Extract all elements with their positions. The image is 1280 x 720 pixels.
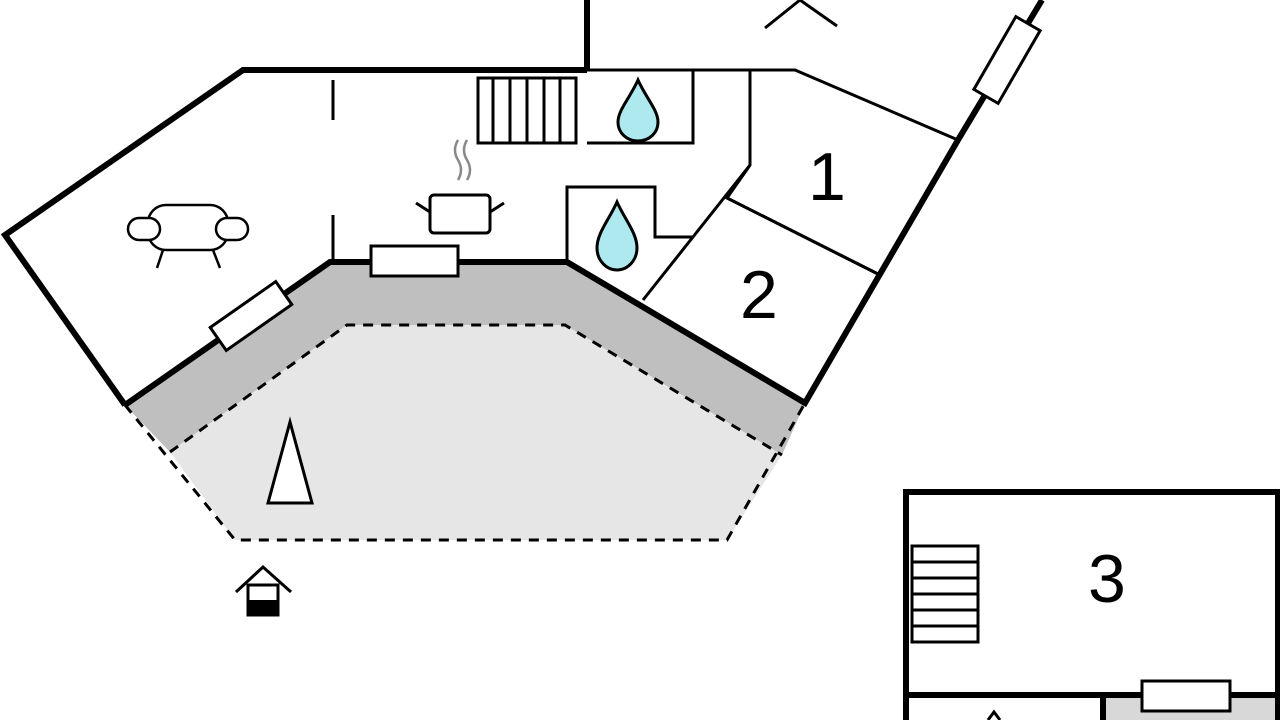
open-terrace-outline (123, 402, 807, 542)
well-icon (234, 564, 292, 617)
entrance-arrow-icon (764, 0, 838, 30)
tree-icon (266, 416, 314, 505)
room-label-2: 2 (740, 257, 778, 333)
tree-icon (986, 709, 1002, 720)
shower-water-drop-icon (595, 198, 639, 272)
window-icon (1140, 679, 1232, 713)
bathroom-2-walls (565, 185, 693, 262)
open-terrace-inner-edge (169, 323, 783, 457)
window-icon (369, 244, 460, 278)
interior-wall (641, 70, 752, 301)
room-label-1: 1 (808, 139, 846, 215)
room-divider (726, 196, 881, 277)
interior-wall (587, 68, 959, 142)
open-terrace (170, 325, 782, 540)
window-icon (971, 14, 1043, 106)
window-icon (208, 279, 294, 353)
bathroom-water-drop-icon (616, 76, 660, 143)
stairs-icon (476, 76, 578, 145)
bathroom-1-walls (587, 70, 695, 145)
room-label-3: 3 (1088, 541, 1126, 617)
sofa-icon (126, 203, 250, 269)
outer-wall (0, 67, 587, 407)
upper-floor: 3 (903, 489, 1280, 720)
covered-terrace (125, 262, 805, 455)
stairs-icon (910, 544, 980, 644)
outer-wall-bottom (123, 0, 1045, 408)
cooking-pot-icon (415, 139, 505, 235)
